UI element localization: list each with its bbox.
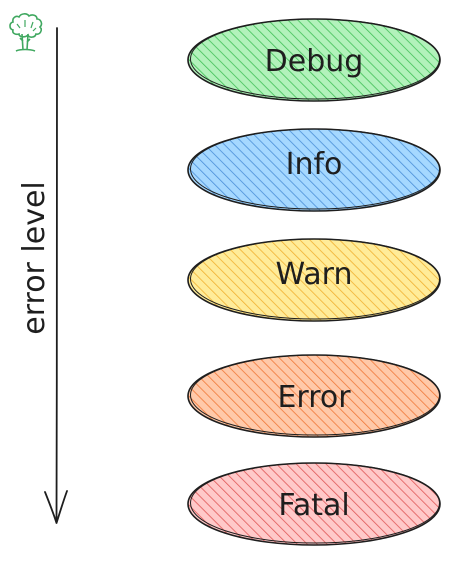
- level-label: Debug: [265, 44, 364, 79]
- axis-label: error level: [17, 181, 52, 335]
- error-level-axis: [44, 27, 68, 524]
- level-ellipse-sketch: [190, 238, 440, 320]
- level-ellipse-sketch: [190, 18, 440, 100]
- level-label: Fatal: [278, 488, 349, 523]
- axis-line: [55, 27, 58, 523]
- level-label: Info: [286, 147, 343, 182]
- tree-icon: [9, 13, 43, 52]
- level-error: Error: [187, 354, 441, 438]
- level-label: Error: [277, 380, 351, 415]
- level-info: Info: [187, 128, 441, 212]
- arrow-head-icon: [44, 490, 68, 524]
- level-ellipse-sketch: [190, 462, 440, 544]
- level-fatal: Fatal: [187, 462, 441, 546]
- level-ellipse-sketch: [190, 354, 440, 436]
- level-label: Warn: [276, 257, 353, 292]
- level-debug: Debug: [187, 18, 441, 102]
- level-ellipse-sketch: [190, 128, 440, 210]
- level-warn: Warn: [187, 238, 441, 322]
